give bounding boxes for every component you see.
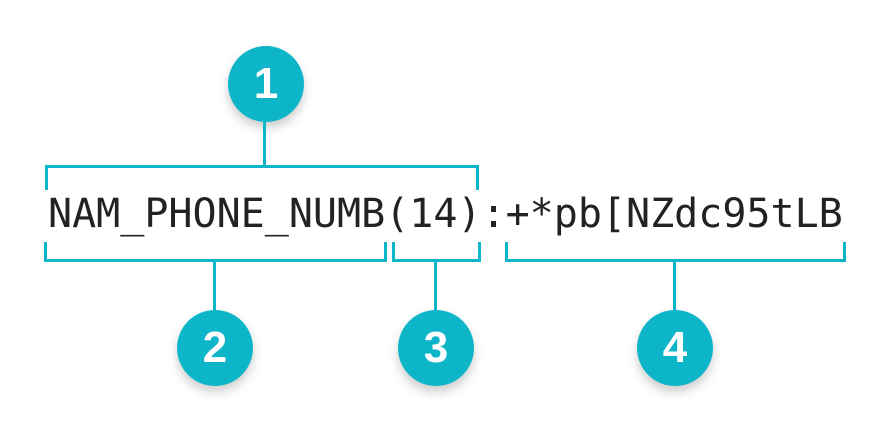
length-bracket	[392, 242, 481, 262]
field-name-bracket	[44, 242, 387, 262]
callout-3-connector-line	[434, 262, 437, 311]
masked-value-bracket	[505, 242, 846, 262]
callout-4-badge: 4	[637, 310, 713, 386]
callout-1-badge: 1	[228, 46, 304, 122]
token-separator: :	[481, 191, 506, 237]
callout-1-connector-line	[263, 120, 266, 166]
callout-4-connector-line	[673, 262, 676, 311]
token-field-name: NAM_PHONE_NUMB	[48, 191, 386, 237]
callout-2-badge: 2	[177, 310, 253, 386]
token-masked-value: +*pb[NZdc95tLB	[505, 191, 843, 237]
callout-3-badge: 3	[398, 310, 474, 386]
full-token-bracket	[45, 165, 479, 190]
token-text: NAM_PHONE_NUMB(14):+*pb[NZdc95tLB	[48, 190, 843, 238]
token-length: (14)	[385, 191, 482, 237]
callout-2-connector-line	[213, 262, 216, 311]
